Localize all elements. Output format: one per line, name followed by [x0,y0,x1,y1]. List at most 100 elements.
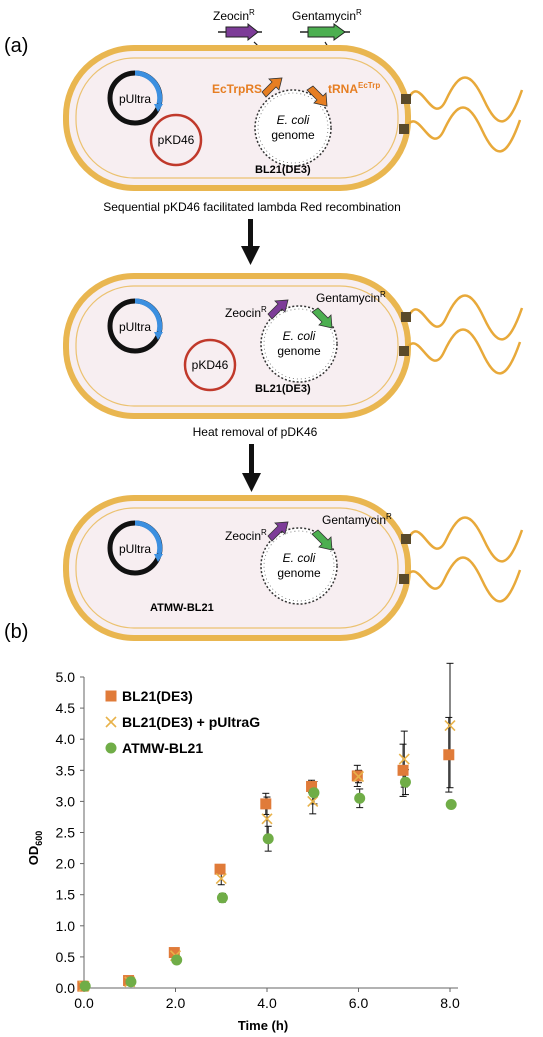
legend-label: ATMW-BL21 [122,740,203,756]
data-point [397,764,409,776]
data-point [398,753,410,765]
pultra-label: pUltra [119,542,151,556]
zeocin-label: ZeocinR [225,528,267,543]
pultra-label: pUltra [119,320,151,334]
y-axis-ticks: 0.0 0.5 1.0 1.5 2.0 2.5 3.0 3.5 4.0 4.5 5.0 [56,669,84,996]
pkd46-label: pKD46 [192,358,229,372]
y-tick-label: 0.5 [56,949,76,965]
ectrprs-gene [261,77,283,98]
data-point [261,813,273,825]
down-arrow-1 [241,219,260,265]
legend-marker [105,716,117,728]
pultra-arc [134,70,163,105]
gentamycin-label: GentamycinR [322,512,392,527]
genome-label-1: E. coli [283,551,316,565]
y-tick-label: 3.0 [56,793,76,809]
data-point [215,872,227,885]
genome-label-2: genome [277,566,321,580]
x-axis-title: Time (h) [238,1018,288,1033]
step-2-text: Heat removal of pDK46 [193,425,318,439]
data-point [306,780,318,792]
strain-label-1: BL21(DE3) [255,164,311,176]
error-bars [173,662,455,963]
growth-chart: 0.0 0.5 1.0 1.5 2.0 2.5 3.0 3.5 4.0 4.5 5.0 0.0 2.0… [26,662,460,1033]
genome-label-2: genome [271,128,315,142]
cell-3: pUltra E. coli genome ZeocinR Gentamycin… [63,495,524,641]
trna-gene [306,85,328,107]
data-point [445,799,457,811]
y-tick-label: 4.5 [56,700,76,716]
genome-circle [254,89,332,167]
strain-label-2: BL21(DE3) [255,383,311,395]
x-tick-label: 2.0 [166,995,186,1011]
pkd46-plasmid [183,338,237,392]
x-tick-label: 6.0 [349,995,369,1011]
y-tick-label: 1.5 [56,887,76,903]
flagellum [406,516,524,563]
genome-label-1: E. coli [283,329,316,343]
data-point [171,954,183,966]
data-point [443,749,455,761]
cell-1-membrane [63,45,411,191]
x-tick-label: 8.0 [440,995,460,1011]
y-axis-title: OD600 [26,831,44,866]
data-point [307,795,319,807]
data-point [352,770,365,783]
x-tick-label: 4.0 [257,995,277,1011]
data-point [354,792,366,804]
cell-1: pUltra pKD46 E. coli genome EcTrpRS tRNA… [63,45,524,191]
genome-label-1: E. coli [277,113,310,127]
y-tick-label: 3.5 [56,762,76,778]
pkd46-plasmid [149,113,203,167]
y-tick-label: 4.0 [56,731,76,747]
y-tick-label: 0.0 [56,980,76,996]
genome-label-2: genome [277,344,321,358]
gentamycin-gene [311,529,333,551]
y-tick-label: 2.0 [56,856,76,872]
flagellum [403,556,522,603]
legend-marker [105,690,117,702]
down-arrow-2 [242,444,261,492]
zeocin-label-top: ZeocinR [213,8,255,23]
data-point [399,776,411,788]
strain-label-3: ATMW-BL21 [150,602,214,614]
flagellum [403,328,522,375]
data-point [125,976,137,988]
data-point [262,833,274,845]
gentamycin-label: GentamycinR [316,290,386,305]
legend-marker [105,742,117,754]
zeocin-gene [267,299,289,320]
zeocin-label: ZeocinR [225,305,267,320]
cell-2: pUltra pKD46 E. coli genome ZeocinR Gent… [63,273,524,419]
data-point [216,892,228,904]
pultra-label: pUltra [119,92,151,106]
data-point [79,980,91,992]
legend-label: BL21(DE3) [122,688,193,704]
gentamycin-gene [311,307,333,329]
genome-circle [260,527,338,605]
data-point [260,798,272,810]
gentamycin-label-top: GentamycinR [292,8,362,23]
y-tick-label: 1.0 [56,918,76,934]
data-points [77,719,457,992]
zeocin-gene [267,521,289,542]
panel-b-label: (b) [4,621,28,643]
flagellum [406,294,524,341]
ectrprs-label: EcTrpRS [212,82,262,96]
flagellum [406,76,524,123]
y-tick-label: 2.5 [56,825,76,841]
data-point [214,863,226,875]
panel-a-label: (a) [4,35,28,57]
data-point [308,787,320,799]
flagellum [403,106,522,153]
y-tick-label: 5.0 [56,669,76,685]
cell-3-membrane [63,495,411,641]
data-point [444,719,456,732]
pkd46-label: pKD46 [158,133,195,147]
data-point [168,947,180,959]
trna-label: tRNAEcTrp [328,81,380,96]
zeocin-marker-top: ZeocinR [213,8,262,42]
